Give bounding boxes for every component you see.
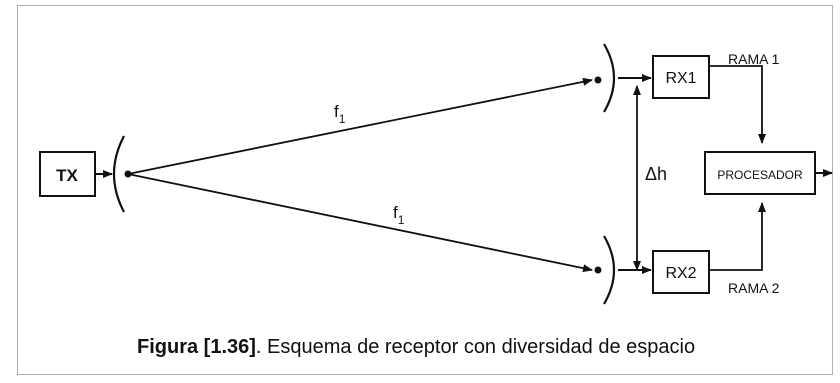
figure-caption: Figura [1.36]. Esquema de receptor con d… [137, 336, 695, 359]
tx-label: TX [56, 166, 78, 185]
rx1-block: RX1 [652, 55, 710, 99]
caption-text: . Esquema de receptor con diversidad de … [255, 336, 696, 358]
branch1-line [709, 65, 766, 144]
rx2-block: RX2 [652, 250, 710, 294]
branch2-line [709, 202, 766, 271]
figure-frame [17, 5, 833, 375]
rx2-antenna-icon [594, 235, 615, 305]
rx2-label: RX2 [665, 265, 696, 282]
rx1-label: RX1 [665, 70, 696, 87]
processor-block: PROCESADOR [704, 151, 816, 195]
upper-path-arrow [127, 77, 593, 175]
tx-block: TX [39, 151, 96, 197]
freq-lower-label: f1 [393, 203, 405, 227]
delta-h-label: Δh [645, 164, 667, 184]
lower-path-arrow [127, 173, 593, 273]
processor-label: PROCESADOR [717, 168, 803, 182]
figure-ref: Figura [1.36] [137, 336, 256, 358]
branch2-label: RAMA 2 [728, 280, 780, 296]
freq-upper-label: f1 [334, 102, 346, 126]
branch1-label: RAMA 1 [728, 51, 780, 67]
rx1-antenna-icon [594, 43, 615, 113]
